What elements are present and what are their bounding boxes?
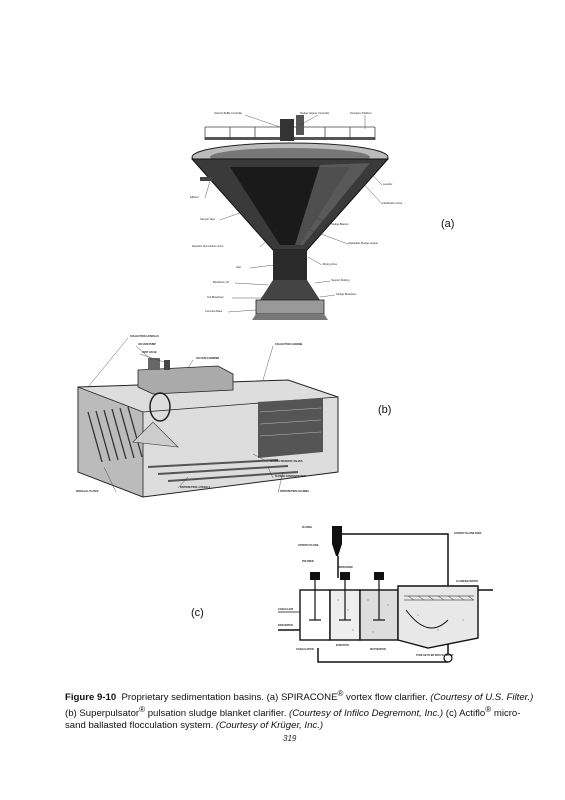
label-grit-blowdown: Grit Blowdown (207, 296, 224, 299)
label-support-skirting: Support Skirting (331, 279, 350, 282)
panel-label-a: (a) (441, 218, 455, 230)
panel-label-c: (c) (191, 607, 204, 619)
caption-citation-3: (Courtesy of Krüger, Inc.) (215, 720, 324, 732)
label-distribution-channel: DISTRIBUTION CHANNEL (280, 490, 310, 493)
caption-citation-2: (Courtesy of Infilco Degremont, Inc.) (289, 708, 444, 720)
caption-text-5: (c) Actiflo (443, 708, 486, 720)
label-microsand: MICROSAND (338, 566, 353, 569)
label-injection: INJECTION (336, 644, 349, 647)
label-blowdown-jet: Blowdown Jet (213, 281, 230, 284)
label-mixing-zone: Mixing Zone (323, 263, 338, 266)
caption-text-6: micro-sand ballasted flocculation system… (65, 708, 521, 732)
label-reaction-flocculation-zone: Reaction Flocculation Zone (192, 245, 224, 248)
label-velocity-baffle-controller: Velocity Baffle Controller (214, 112, 243, 115)
caption-registered-3: ® (485, 705, 492, 715)
label-polymer: POLYMER (302, 560, 314, 563)
label-sludge-hopper-controller: Sludge Hopper Controller (300, 112, 330, 115)
label-distribution-laterals: DISTRIBUTION LATERALS (180, 486, 211, 489)
label-clarification-zone: Clarification Zone (382, 202, 403, 205)
spiracone-clarifier-drawing (190, 114, 390, 320)
label-inlet: Inlet (236, 266, 241, 269)
label-sludge: SLUDGE (302, 526, 312, 529)
label-collection-laterals: COLLECTION LATERALS (130, 335, 159, 338)
label-coagulation: COAGULATION (296, 648, 314, 651)
label-operation-platform: Operation Platform (350, 112, 372, 115)
label-vacuum-pump: VACUUM PUMP (138, 343, 156, 346)
caption-text-3: (b) Superpulsator (65, 708, 140, 720)
label-parallel-plates: PARALLEL PLATES (76, 490, 99, 493)
label-sludge-concentrator: SLUDGE CONCENTRATOR (275, 475, 306, 478)
label-sludge-drawoff-valves: SLUDGE DRAWOFF VALVES (270, 460, 303, 463)
label-effluent: Effluent (190, 196, 199, 199)
label-coagulant: COAGULANT (278, 608, 294, 611)
figure-number: Figure 9-10 (65, 692, 117, 704)
label-vent-valve: VENT VALVE (142, 351, 157, 354)
caption-text-4: pulsation sludge blanket clarifier. (145, 708, 290, 720)
superpulsator-clarifier-drawing (77, 337, 339, 498)
figure-c: SLUDGE HYDROCYCLONE HYDROCYCLONE FEED PO… (278, 520, 498, 670)
label-sludge-blowdown: Sludge Blowdown (336, 293, 357, 296)
panel-label-b: (b) (378, 404, 392, 416)
label-tube-settler: TUBE SETTLER WITH SCRAPER (416, 654, 454, 657)
label-hydrocyclone-feed: HYDROCYCLONE FEED (454, 532, 482, 535)
label-concrete-base: Concrete Base (205, 310, 223, 313)
label-maturation: MATURATION (370, 648, 386, 651)
caption-text-2: vortex flow clarifier. (343, 692, 431, 704)
label-sample-taps: Sample Taps (200, 218, 215, 221)
page-number: 319 (283, 734, 297, 743)
actiflo-system-drawing (278, 526, 493, 663)
label-raw-water: RAW WATER (278, 624, 293, 627)
label-hydrocyclone: HYDROCYCLONE (298, 544, 319, 547)
label-vacuum-chamber: VACUUM CHAMBER (196, 357, 220, 360)
caption-citation-1: (Courtesy of U.S. Filter.) (430, 692, 534, 704)
label-launder: Launder (383, 183, 393, 186)
figure-a: Velocity Baffle Controller Sludge Hopper… (170, 105, 410, 330)
label-clarified-water: CLARIFIED WATER (456, 580, 478, 583)
label-collection-channel: COLLECTION CHANNEL (275, 343, 303, 346)
caption-registered-2: ® (139, 705, 146, 715)
figure-b: COLLECTION LATERALS VACUUM PUMP VENT VAL… (68, 332, 358, 512)
label-adjustable-sludge-hopper: Adjustable Sludge Hopper (348, 242, 379, 245)
label-sludge-blanket: Sludge Blanket (331, 223, 349, 226)
figure-caption: Figure 9-10 Proprietary sedimentation ba… (65, 688, 535, 732)
caption-text-1: Proprietary sedimentation basins. (a) SP… (121, 692, 338, 704)
caption-registered-1: ® (337, 689, 344, 698)
